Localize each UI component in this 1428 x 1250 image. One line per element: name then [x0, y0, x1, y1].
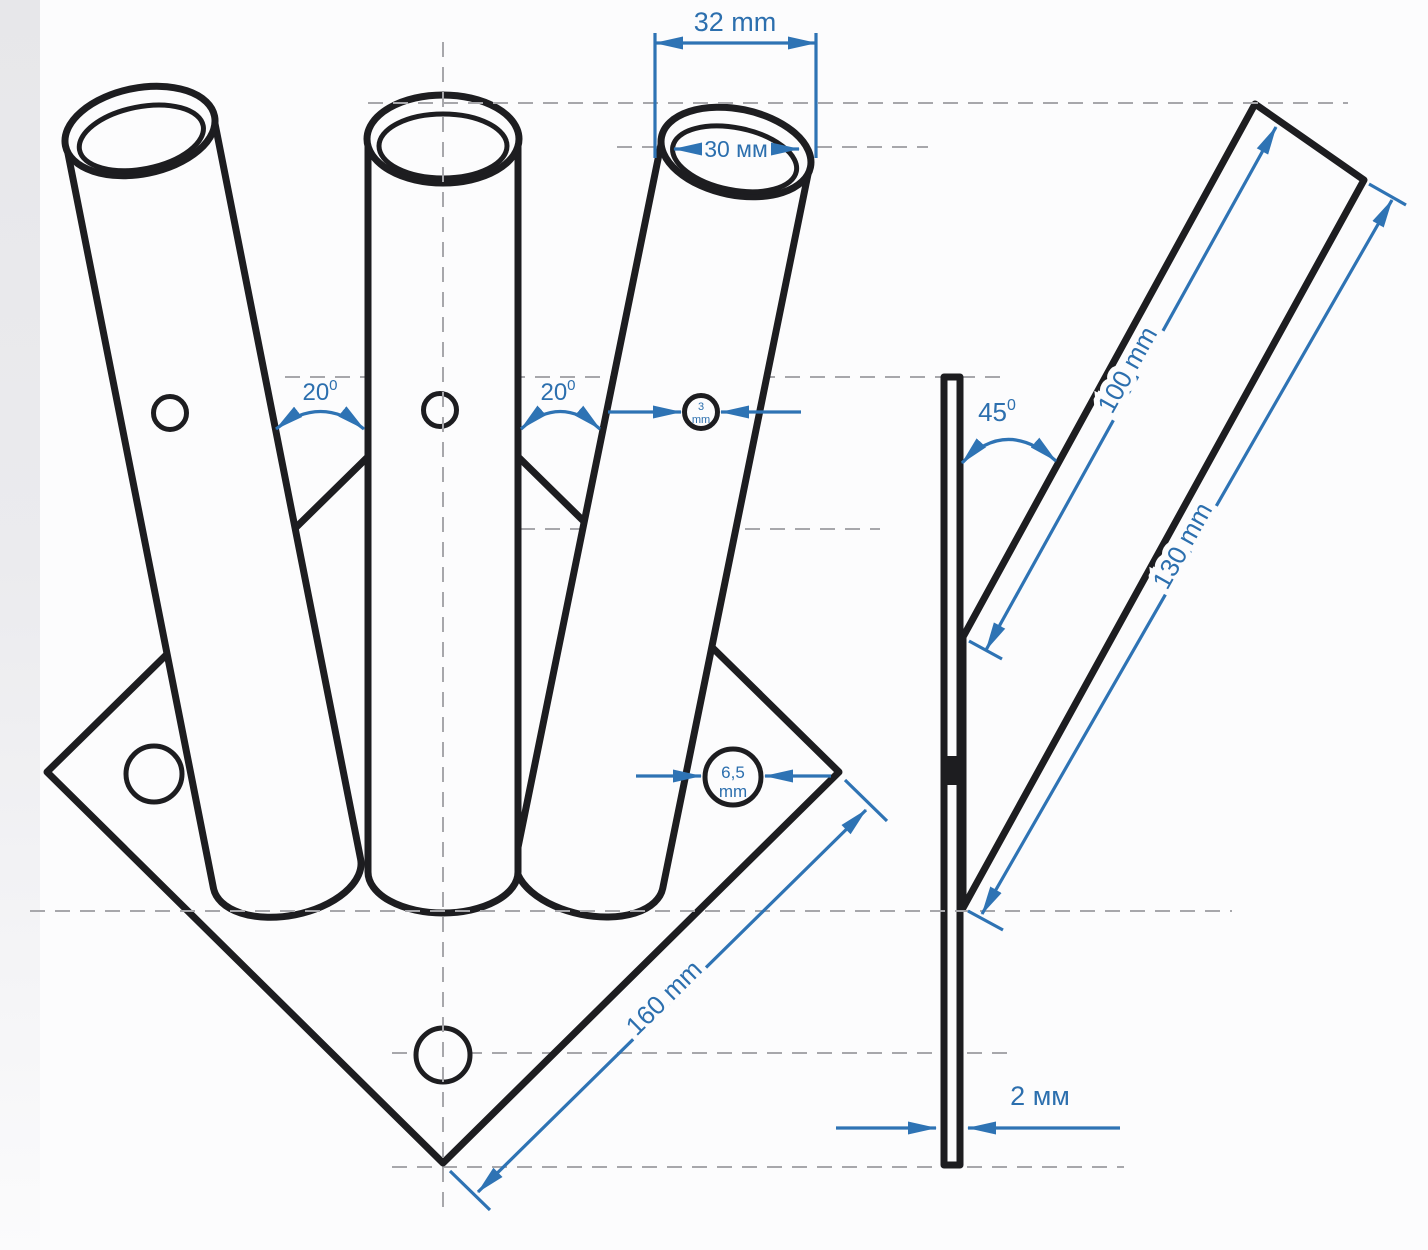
right-tube-rim-inner: [670, 123, 800, 195]
right-tube-hole-3mm: [682, 393, 720, 431]
angle-value: 45: [978, 397, 1007, 427]
dim-extension-ticks: [967, 182, 1407, 932]
angle-dim-left: 200: [275, 377, 366, 431]
left-tube-hole: [151, 394, 189, 432]
dim-label-2mm: 2 мм: [1010, 1081, 1070, 1111]
angle-value: 20: [540, 379, 567, 406]
hole-label-6-5: 6,5: [721, 763, 745, 782]
plate-hole-left: [123, 743, 185, 805]
angle-label-20-right: 200: [540, 377, 575, 406]
angle-label-20-left: 200: [302, 377, 337, 406]
angle-arc: [519, 405, 602, 431]
plate-hole-right-6-5mm: [702, 746, 764, 808]
left-tube-rim-inner: [76, 102, 206, 174]
base-plate-front: [43, 379, 843, 1167]
dim-label-32mm: 32 mm: [694, 7, 777, 37]
front-view: [43, 82, 843, 1167]
angle-dim-right: 200: [519, 377, 602, 431]
angle-arc: [275, 406, 366, 431]
hole-label-6-5-unit: mm: [719, 782, 747, 801]
dim-tube-hole-3mm: 3 mm: [608, 401, 801, 426]
dim-label-30mm: 30 мм: [704, 136, 768, 162]
dim-plate-thickness-2mm: 2 мм: [836, 1081, 1120, 1135]
dim-tube-outer-width: 32 mm: [653, 7, 818, 158]
dim-tube-inner-width: 30 мм: [673, 136, 800, 162]
dim-plate-hole-6-5mm: 6,5 mm: [636, 763, 831, 801]
dim-line: [476, 808, 868, 1194]
left-scan-strip: [0, 0, 40, 1250]
weld-joint: [941, 756, 963, 785]
angle-sup: 0: [1007, 397, 1016, 414]
angle-sup: 0: [567, 377, 575, 394]
hole-label-3-unit: mm: [692, 414, 710, 426]
left-tube-body: [62, 112, 365, 921]
left-tube: [61, 82, 365, 921]
middle-tube-hole: [421, 391, 459, 429]
dim-line: [980, 199, 1394, 915]
angle-value: 20: [302, 379, 329, 406]
dim-extension-lines: [653, 33, 818, 158]
dim-extension-ticks: [448, 778, 889, 1212]
hole-label-3: 3: [698, 401, 704, 413]
angle-sup: 0: [329, 377, 337, 394]
